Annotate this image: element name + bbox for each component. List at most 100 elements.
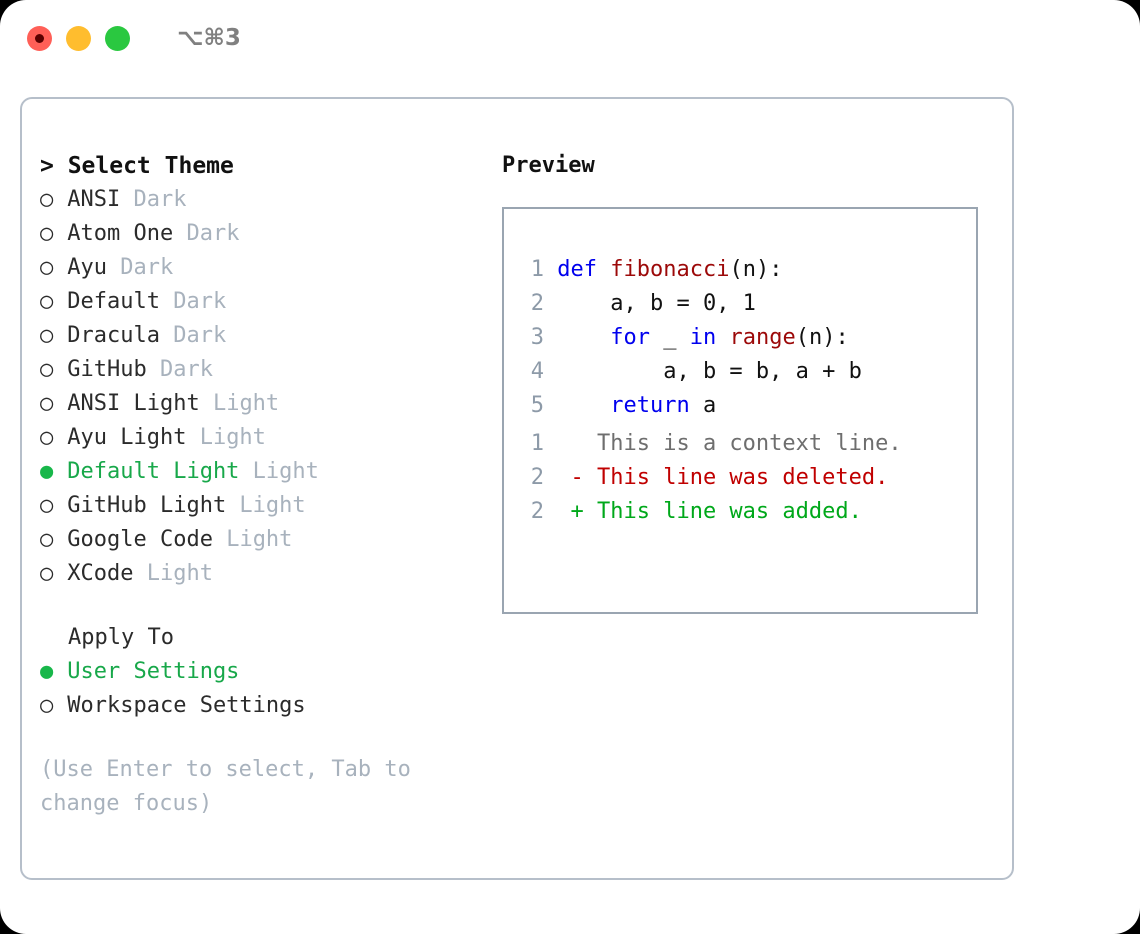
code-token: (n): [729,257,783,282]
code-token: range [729,325,796,350]
theme-variant-tag: Dark [120,187,187,212]
theme-name-label: ANSI [54,187,121,212]
code-line-number: 2 [530,291,544,316]
theme-name-label: GitHub Light [54,493,227,518]
apply-to-option-label: Workspace Settings [54,693,306,718]
code-gutter-space [544,257,557,282]
diff-line: 2 - This line was deleted. [520,461,968,495]
code-gutter-space [544,291,557,316]
radio-unselected-icon: ○ [40,187,54,212]
radio-unselected-icon: ○ [40,255,54,280]
code-line-number: 4 [530,359,544,384]
apply-to-title: Apply To [68,625,174,650]
theme-list-header: > Select Theme [40,153,234,179]
theme-name-label: Google Code [54,527,213,552]
diff-sample: 1 This is a context line.2 - This line w… [520,427,968,529]
maximize-button-icon[interactable] [105,25,130,51]
code-token [716,325,729,350]
theme-name-label: Default Light [54,459,240,484]
apply-to-option[interactable]: ○ Workspace Settings [40,689,490,723]
diff-line-number: 2 [530,465,544,490]
theme-list-item[interactable]: ● Default Light Light [40,455,490,489]
theme-list-item[interactable]: ○ Default Dark [40,285,490,319]
theme-list-item[interactable]: ○ ANSI Dark [40,183,490,217]
code-line: 5 return a [520,389,968,423]
theme-variant-tag: Light [199,391,280,416]
radio-selected-icon: ● [40,459,54,484]
theme-list-item[interactable]: ○ XCode Light [40,557,490,591]
code-token: _ [649,325,690,350]
code-token: fibonacci [610,257,730,282]
theme-list-item[interactable]: ○ Ayu Dark [40,251,490,285]
diff-marker: + [544,499,597,524]
theme-variant-tag: Dark [146,357,213,382]
minimize-button-icon[interactable] [66,25,91,51]
theme-list-item[interactable]: ○ GitHub Dark [40,353,490,387]
diff-line: 2 + This line was added. [520,495,968,529]
code-line: 4 a, b = b, a + b [520,355,968,389]
theme-variant-tag: Dark [159,289,227,314]
apply-to-option[interactable]: ● User Settings [40,655,490,689]
code-line-number: 1 [530,257,544,282]
code-token: a [689,393,717,418]
diff-line-number: 1 [530,431,544,456]
code-token: for [610,325,650,350]
recording-indicator-icon [35,33,44,43]
theme-list-item[interactable]: ○ GitHub Light Light [40,489,490,523]
theme-variant-tag: Light [133,561,213,586]
radio-unselected-icon: ○ [40,561,54,586]
code-token: return [610,393,690,418]
radio-unselected-icon: ○ [40,391,54,416]
code-token [557,393,610,418]
theme-name-label: Ayu [54,255,107,280]
radio-unselected-icon: ○ [40,323,54,348]
theme-list: ○ ANSI Dark○ Atom One Dark○ Ayu Dark○ De… [40,183,490,591]
code-gutter-space [544,325,557,350]
radio-unselected-icon: ○ [40,693,54,718]
code-line: 3 for _ in range(n): [520,321,968,355]
theme-name-label: GitHub [54,357,147,382]
theme-name-label: XCode [54,561,134,586]
theme-variant-tag: Dark [159,323,227,348]
theme-list-item[interactable]: ○ Dracula Dark [40,319,490,353]
theme-list-item[interactable]: ○ Atom One Dark [40,217,490,251]
code-line-number: 5 [530,393,544,418]
theme-variant-tag: Dark [106,255,174,280]
title-bar: ⌥⌘3 [0,0,1140,76]
code-token [557,325,610,350]
radio-unselected-icon: ○ [40,425,54,450]
radio-unselected-icon: ○ [40,493,54,518]
theme-list-item[interactable]: ○ Google Code Light [40,523,490,557]
theme-variant-tag: Dark [173,221,240,246]
close-button-icon[interactable] [27,25,52,51]
radio-unselected-icon: ○ [40,527,54,552]
theme-variant-tag: Light [239,459,319,484]
code-line: 1 def fibonacci(n): [520,253,968,287]
window-controls [27,25,130,51]
code-token: a, b = b, a + b [557,359,862,384]
radio-selected-icon: ● [40,659,54,684]
code-token: def [557,257,611,282]
diff-line: 1 This is a context line. [520,427,968,461]
main-panel: > Select Theme ○ ANSI Dark○ Atom One Dar… [20,97,1014,880]
theme-picker-column: > Select Theme ○ ANSI Dark○ Atom One Dar… [40,149,490,821]
theme-name-label: Ayu Light [54,425,187,450]
theme-name-label: Dracula [54,323,160,348]
theme-variant-tag: Light [212,527,293,552]
theme-list-item[interactable]: ○ ANSI Light Light [40,387,490,421]
radio-unselected-icon: ○ [40,221,54,246]
apply-to-list: ● User Settings○ Workspace Settings [40,655,490,723]
code-token: (n): [795,325,849,350]
code-token: in [689,325,717,350]
code-line: 2 a, b = 0, 1 [520,287,968,321]
code-token: a, b = 0, 1 [557,291,756,316]
diff-marker [544,431,597,456]
preview-column: Preview 1 def fibonacci(n):2 a, b = 0, 1… [502,149,992,614]
code-line-number: 3 [530,325,544,350]
theme-list-item[interactable]: ○ Ayu Light Light [40,421,490,455]
diff-text: This line was added. [596,499,862,524]
apply-to-section: Apply To ● User Settings○ Workspace Sett… [40,621,490,723]
